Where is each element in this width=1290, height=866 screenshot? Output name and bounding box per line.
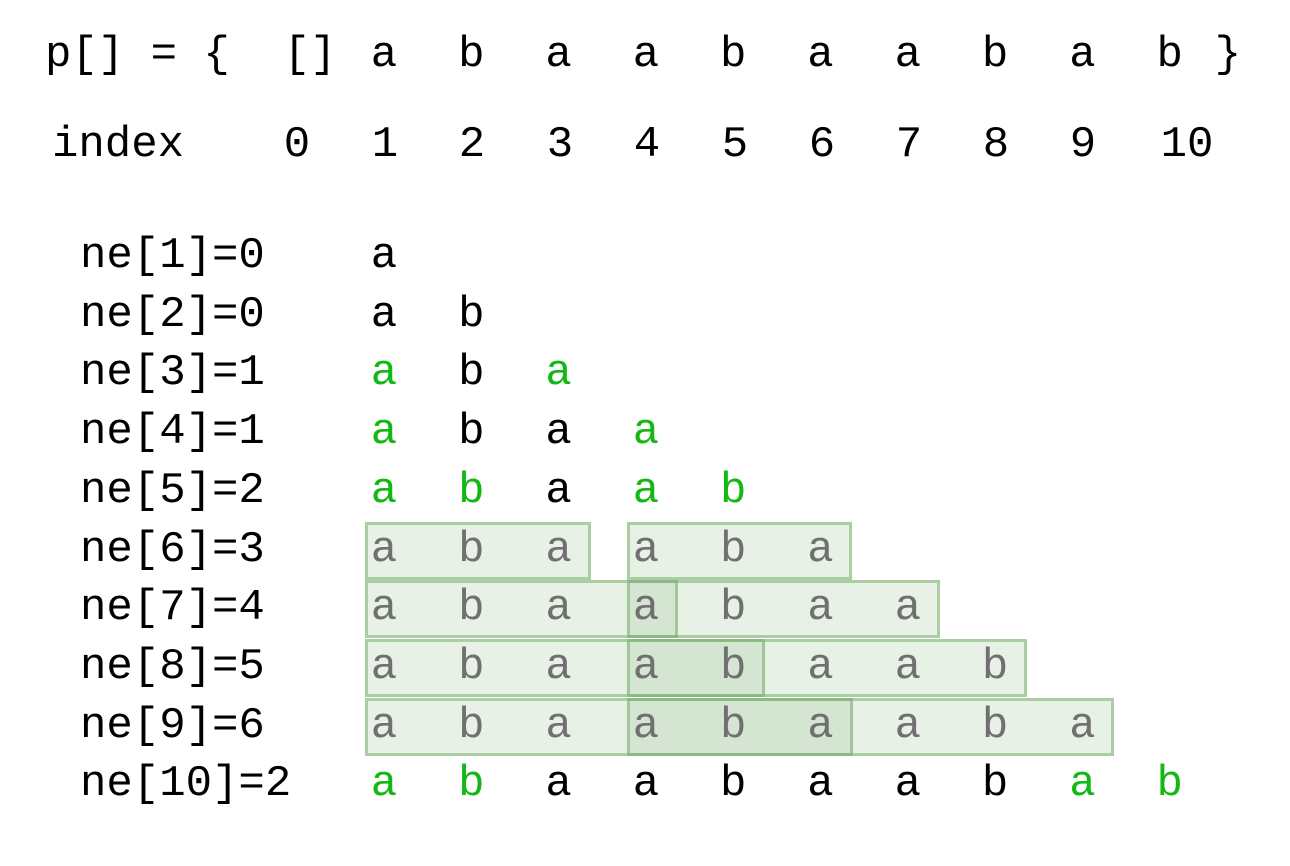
ne-row-label: ne[2]=0: [80, 289, 265, 340]
matched-char: b: [1156, 759, 1183, 810]
matched-char: a: [632, 407, 660, 458]
p-char: a: [370, 30, 398, 80]
index-number: 1: [371, 120, 399, 170]
pattern-char: b: [981, 700, 1009, 751]
pattern-char: a: [894, 700, 921, 751]
p-array-suffix: }: [1214, 30, 1242, 80]
p-char: a: [894, 30, 921, 80]
p-char: a: [807, 30, 834, 80]
index-number: 6: [808, 120, 836, 170]
pattern-char: a: [545, 759, 572, 810]
index-label: index: [52, 120, 185, 170]
pattern-char: a: [894, 583, 921, 634]
p-char: a: [632, 30, 660, 80]
pattern-char: a: [545, 465, 572, 516]
index-number: 2: [458, 120, 486, 170]
ne-row-label: ne[1]=0: [80, 231, 265, 281]
index-number: 3: [546, 120, 574, 170]
pattern-char: b: [458, 289, 485, 340]
pattern-char: a: [632, 524, 660, 575]
pattern-char: a: [545, 407, 572, 458]
pattern-char: a: [545, 583, 572, 634]
ne-row-label: ne[4]=1: [80, 407, 265, 458]
pattern-char: a: [545, 700, 572, 751]
ne-row-label: ne[8]=5: [80, 641, 265, 692]
matched-char: b: [458, 465, 485, 516]
ne-row-label: ne[10]=2: [80, 759, 292, 810]
pattern-char: a: [632, 583, 660, 634]
pattern-char: a: [807, 759, 834, 810]
pattern-char: a: [1069, 700, 1096, 751]
prefix-match-box: [365, 580, 678, 639]
matched-char: a: [632, 465, 660, 516]
matched-char: a: [370, 348, 398, 399]
suffix-match-box: [626, 521, 853, 580]
suffix-match-box: [626, 638, 1028, 697]
pattern-char: b: [458, 348, 485, 399]
pattern-char: b: [719, 524, 747, 575]
pattern-char: a: [807, 583, 834, 634]
pattern-char: b: [458, 641, 485, 692]
p-char: a: [1069, 30, 1096, 80]
matched-char: a: [370, 759, 398, 810]
pattern-char: a: [632, 700, 660, 751]
p-array-empty-slot: []: [283, 30, 337, 80]
pattern-char: b: [458, 407, 485, 458]
pattern-char: a: [370, 524, 398, 575]
pattern-char: a: [894, 641, 921, 692]
p-char: a: [545, 30, 572, 80]
ne-row-label: ne[6]=3: [80, 524, 265, 575]
pattern-char: a: [807, 700, 834, 751]
ne-row-label: ne[7]=4: [80, 583, 265, 634]
ne-row-label: ne[3]=1: [80, 348, 265, 399]
index-number: 10: [1160, 120, 1214, 170]
index-number: 8: [982, 120, 1010, 170]
index-number: 7: [895, 120, 923, 170]
prefix-match-box: [365, 521, 591, 580]
suffix-match-box: [626, 697, 1115, 756]
pattern-char: b: [981, 759, 1009, 810]
matched-char: a: [370, 465, 398, 516]
pattern-char: a: [545, 524, 572, 575]
pattern-char: b: [719, 759, 747, 810]
pattern-char: b: [719, 700, 747, 751]
matched-char: a: [1069, 759, 1096, 810]
p-char: b: [1156, 30, 1183, 80]
matched-char: a: [545, 348, 572, 399]
pattern-char: a: [545, 641, 572, 692]
suffix-match-box: [626, 580, 940, 639]
index-number: 4: [633, 120, 661, 170]
pattern-char: a: [807, 641, 834, 692]
pattern-char: b: [458, 700, 485, 751]
matched-char: a: [370, 407, 398, 458]
pattern-char: a: [370, 641, 398, 692]
pattern-char: a: [807, 524, 834, 575]
pattern-char: b: [458, 524, 485, 575]
pattern-char: b: [458, 583, 485, 634]
prefix-match-box: [365, 638, 766, 697]
pattern-char: a: [894, 759, 921, 810]
p-char: b: [719, 30, 747, 80]
pattern-char: a: [370, 231, 398, 281]
pattern-char: b: [719, 583, 747, 634]
index-number: 0: [283, 120, 311, 170]
prefix-match-box: [365, 697, 853, 756]
matched-char: b: [719, 465, 747, 516]
pattern-char: b: [719, 641, 747, 692]
pattern-char: a: [370, 700, 398, 751]
pattern-char: a: [370, 289, 398, 340]
p-array-prefix: p[] = {: [45, 30, 230, 80]
pattern-char: a: [370, 583, 398, 634]
ne-row-label: ne[9]=6: [80, 700, 265, 751]
pattern-char: b: [981, 641, 1009, 692]
p-char: b: [981, 30, 1009, 80]
pattern-char: a: [632, 641, 660, 692]
ne-row-label: ne[5]=2: [80, 465, 265, 516]
matched-char: b: [458, 759, 485, 810]
index-number: 9: [1069, 120, 1097, 170]
index-number: 5: [721, 120, 749, 170]
pattern-char: a: [632, 759, 660, 810]
p-char: b: [458, 30, 485, 80]
